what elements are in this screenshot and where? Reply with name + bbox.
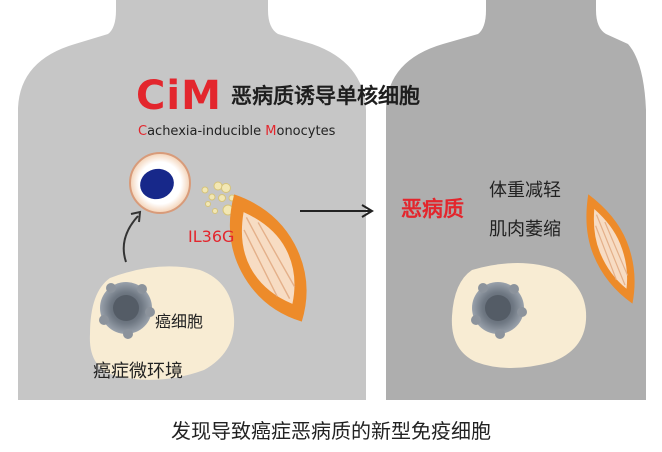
monocyte-cell-icon	[129, 152, 191, 214]
il36g-label: IL36G	[188, 227, 235, 246]
subtitle-part: achexia-inducible	[147, 124, 266, 139]
weight-loss-label: 体重减轻	[489, 180, 561, 201]
cancer-cell-icon-left	[99, 282, 155, 339]
subtitle-part: onocytes	[276, 124, 336, 139]
cim-title: 恶病质诱导单核细胞	[231, 84, 420, 108]
diagram-canvas	[18, 0, 646, 400]
tumor-microenvironment-label: 癌症微环境	[93, 361, 183, 382]
muscle-icon-right	[586, 194, 635, 304]
progression-arrow-icon	[300, 204, 374, 218]
muscle-icon-left	[229, 194, 307, 322]
subtitle-part: C	[138, 124, 148, 139]
curved-arrow-icon	[122, 210, 142, 263]
cancer-cell-label: 癌细胞	[155, 312, 204, 331]
il36g-particles-icon	[201, 181, 236, 216]
muscle-atrophy-label: 肌肉萎缩	[489, 219, 561, 240]
figure-caption: 发现导致癌症恶病质的新型免疫细胞	[171, 419, 491, 443]
cancer-cell-icon-right	[471, 282, 527, 339]
subtitle-part: M	[265, 124, 277, 139]
cim-logo-mark: CiM	[136, 73, 222, 119]
cachexia-label: 恶病质	[401, 197, 464, 221]
cim-subtitle: Cachexia-inducible Monocytes	[138, 124, 335, 140]
